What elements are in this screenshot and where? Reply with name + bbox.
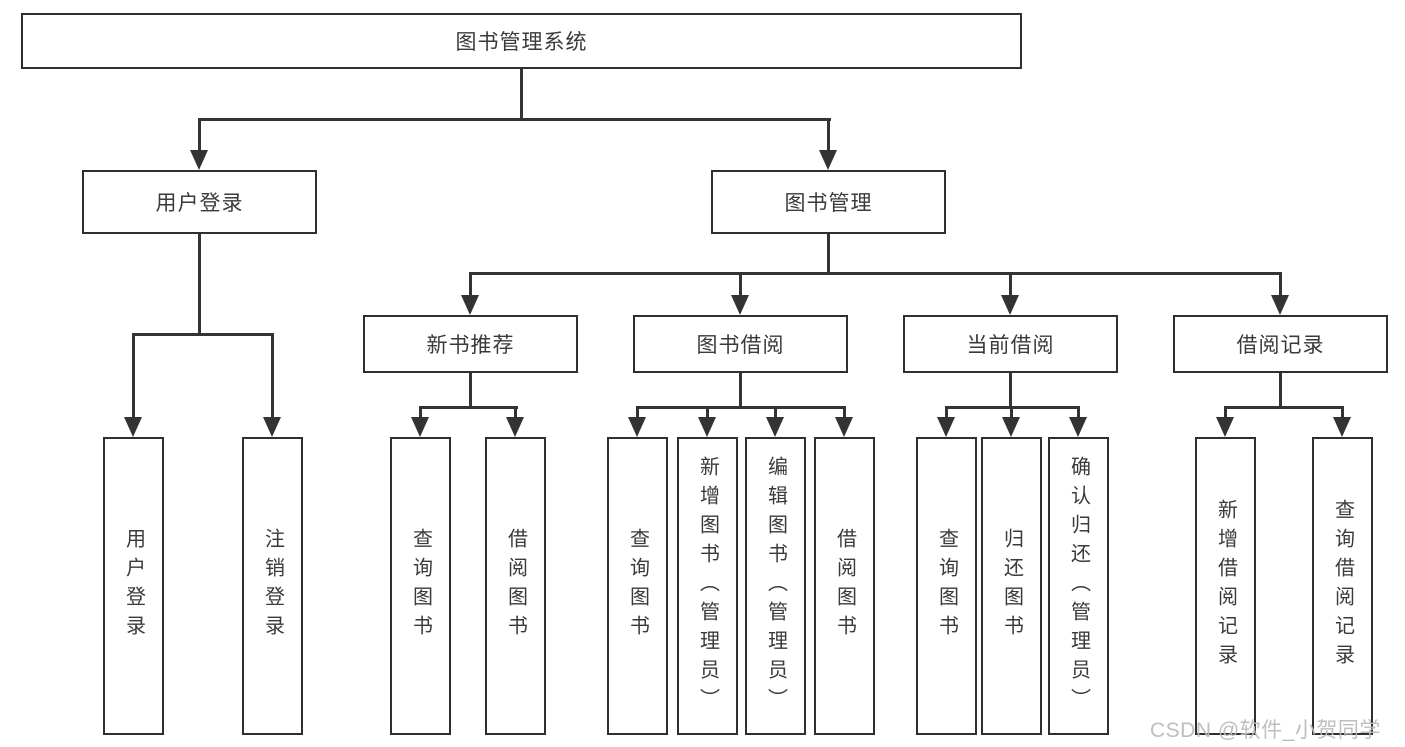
- arrow-down-icon: [819, 150, 837, 170]
- arrow-down-icon: [835, 417, 853, 437]
- arrow-down-icon: [190, 150, 208, 170]
- arrow-down-icon: [1002, 417, 1020, 437]
- connector-line: [469, 272, 472, 299]
- arrow-down-icon: [1069, 417, 1087, 437]
- arrow-down-icon: [766, 417, 784, 437]
- leaf-logout: 注销登录: [242, 437, 303, 735]
- arrow-down-icon: [411, 417, 429, 437]
- connector-line: [271, 333, 274, 420]
- node-label: 借阅记录: [1236, 334, 1325, 357]
- connector-line: [1279, 373, 1282, 409]
- connector-line: [739, 272, 742, 299]
- leaf-query-books-borrowing: 查询图书: [607, 437, 668, 735]
- connector-line: [774, 406, 777, 422]
- connector-line: [132, 333, 135, 420]
- connector-line: [827, 234, 830, 275]
- connector-line: [198, 234, 201, 335]
- leaf-label: 用户登录: [122, 528, 145, 644]
- node-borrowing-records: 借阅记录: [1173, 315, 1388, 373]
- leaf-query-books-current: 查询图书: [916, 437, 977, 735]
- leaf-label: 新增图书（管理员）: [696, 455, 719, 717]
- node-label: 图书管理: [784, 192, 873, 215]
- connector-line: [636, 406, 846, 409]
- node-label: 图书借阅: [696, 334, 785, 357]
- leaf-label: 查询借阅记录: [1331, 499, 1354, 673]
- arrow-down-icon: [1333, 417, 1351, 437]
- node-library-management-system: 图书管理系统: [21, 13, 1022, 69]
- node-user-login: 用户登录: [82, 170, 317, 234]
- connector-line: [520, 69, 523, 121]
- leaf-edit-books-admin: 编辑图书（管理员）: [745, 437, 806, 735]
- connector-line: [469, 272, 1282, 275]
- node-label: 用户登录: [155, 192, 244, 215]
- leaf-label: 注销登录: [261, 528, 284, 644]
- arrow-down-icon: [1216, 417, 1234, 437]
- connector-line: [1279, 272, 1282, 299]
- connector-line: [1009, 272, 1012, 299]
- leaf-query-borrow-record: 查询借阅记录: [1312, 437, 1373, 735]
- connector-line: [827, 118, 830, 154]
- connector-line: [739, 373, 742, 409]
- connector-line: [419, 406, 422, 422]
- leaf-label: 查询图书: [626, 528, 649, 644]
- leaf-label: 归还图书: [1000, 528, 1023, 644]
- node-book-borrowing: 图书借阅: [633, 315, 848, 373]
- connector-line: [636, 406, 639, 422]
- leaf-label: 借阅图书: [833, 528, 856, 644]
- arrow-down-icon: [731, 295, 749, 315]
- leaf-add-books-admin: 新增图书（管理员）: [677, 437, 738, 735]
- arrow-down-icon: [698, 417, 716, 437]
- arrow-down-icon: [1271, 295, 1289, 315]
- leaf-confirm-return-admin: 确认归还（管理员）: [1048, 437, 1109, 735]
- leaf-return-books: 归还图书: [981, 437, 1042, 735]
- connector-line: [1224, 406, 1227, 422]
- leaf-label: 查询图书: [409, 528, 432, 644]
- connector-line: [198, 118, 201, 154]
- arrow-down-icon: [628, 417, 646, 437]
- leaf-borrow-books-recommend: 借阅图书: [485, 437, 546, 735]
- node-current-borrowing: 当前借阅: [903, 315, 1118, 373]
- arrow-down-icon: [506, 417, 524, 437]
- leaf-borrow-books: 借阅图书: [814, 437, 875, 735]
- arrow-down-icon: [461, 295, 479, 315]
- leaf-label: 编辑图书（管理员）: [764, 455, 787, 717]
- connector-line: [1224, 406, 1344, 409]
- connector-line: [1010, 406, 1013, 422]
- connector-line: [1077, 406, 1080, 422]
- node-label: 当前借阅: [966, 334, 1055, 357]
- leaf-label: 借阅图书: [504, 528, 527, 644]
- connector-line: [1341, 406, 1344, 422]
- leaf-label: 新增借阅记录: [1214, 499, 1237, 673]
- node-label: 图书管理系统: [455, 31, 588, 54]
- arrow-down-icon: [1001, 295, 1019, 315]
- connector-line: [198, 118, 831, 121]
- connector-line: [469, 373, 472, 409]
- connector-line: [843, 406, 846, 422]
- node-label: 新书推荐: [426, 334, 515, 357]
- node-new-book-recommend: 新书推荐: [363, 315, 578, 373]
- leaf-query-books-recommend: 查询图书: [390, 437, 451, 735]
- leaf-add-borrow-record: 新增借阅记录: [1195, 437, 1256, 735]
- connector-line: [706, 406, 709, 422]
- node-book-management: 图书管理: [711, 170, 946, 234]
- connector-line: [945, 406, 948, 422]
- arrow-down-icon: [124, 417, 142, 437]
- connector-line: [514, 406, 517, 422]
- leaf-label: 查询图书: [935, 528, 958, 644]
- arrow-down-icon: [937, 417, 955, 437]
- leaf-user-login: 用户登录: [103, 437, 164, 735]
- connector-line: [132, 333, 274, 336]
- arrow-down-icon: [263, 417, 281, 437]
- csdn-watermark: CSDN @软件_小贺同学: [1150, 719, 1381, 742]
- connector-line: [419, 406, 518, 409]
- leaf-label: 确认归还（管理员）: [1067, 455, 1090, 717]
- connector-line: [1009, 373, 1012, 409]
